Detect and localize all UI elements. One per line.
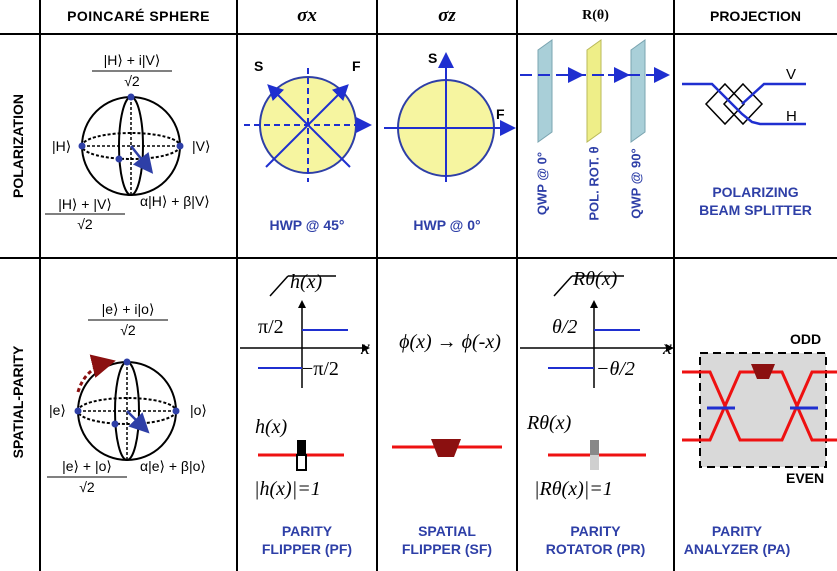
caption-hwp-45: HWP @ 45° xyxy=(269,217,345,233)
pol-state-bottom-denom: √2 xyxy=(77,216,93,232)
caption-pbs-line1: POLARIZING xyxy=(712,184,799,200)
sigma-z-slow-axis-label: S xyxy=(428,50,438,66)
caption-pa-line1: PARITY xyxy=(711,523,763,539)
pf-minus-value: −π/2 xyxy=(302,358,339,380)
pol-state-top-denom: √2 xyxy=(124,73,140,89)
pr-plus-value: θ/2 xyxy=(552,316,578,338)
spatial-state-o: |o⟩ xyxy=(190,402,207,418)
pol-state-v: |V⟩ xyxy=(192,138,211,154)
sigma-z-fast-axis-label: F xyxy=(496,106,505,122)
header-projection: PROJECTION xyxy=(709,8,801,24)
pf-function-label: h(x) xyxy=(290,271,323,293)
sf-mapping: ϕ(x) → ϕ(-x) xyxy=(399,331,501,353)
sigma-x-fast-axis-label: F xyxy=(352,58,361,74)
header-sigma-z: σz xyxy=(438,5,456,26)
pol-general-state: α|H⟩ + β|V⟩ xyxy=(140,193,210,209)
pr-element-label: Rθ(x) xyxy=(527,412,572,434)
pr-minus-value: −θ/2 xyxy=(596,358,635,380)
spatial-state-bottom: |e⟩ + |o⟩ xyxy=(62,458,112,474)
caption-pf-line1: PARITY xyxy=(281,523,333,539)
pf-element-label: h(x) xyxy=(255,416,288,438)
pf-plus-value: π/2 xyxy=(258,316,284,338)
pol-state-h: |H⟩ xyxy=(52,138,72,154)
caption-pf-line2: FLIPPER (PF) xyxy=(261,541,353,557)
pbs-output-v: V xyxy=(786,66,797,83)
pr-function-label: Rθ(x) xyxy=(573,268,618,290)
pol-state-top: |H⟩ + i|V⟩ xyxy=(103,52,161,68)
caption-pr-line1: PARITY xyxy=(570,523,621,539)
spatial-general-state: α|e⟩ + β|o⟩ xyxy=(140,458,206,474)
pr-abs-label: |Rθ(x)|=1 xyxy=(534,478,613,500)
caption-pa-line2: ANALYZER (PA) xyxy=(683,541,791,557)
spatial-state-top: |e⟩ + i|o⟩ xyxy=(101,301,155,317)
sigma-x-slow-axis-label: S xyxy=(254,58,264,74)
spatial-state-e: |e⟩ xyxy=(49,402,66,418)
spatial-state-top-denom: √2 xyxy=(120,322,136,338)
caption-pbs-line2: BEAM SPLITTER xyxy=(699,202,812,218)
pa-output-even: EVEN xyxy=(786,470,825,486)
pf-abs-label: |h(x)|=1 xyxy=(254,478,321,500)
spatial-state-bottom-denom: √2 xyxy=(79,479,95,495)
header-sigma-x: σx xyxy=(297,5,317,26)
header-poincare-sphere: POINCARÉ SPHERE xyxy=(67,8,210,24)
pa-output-odd: ODD xyxy=(790,331,822,347)
pol-state-bottom: |H⟩ + |V⟩ xyxy=(58,196,112,212)
pr-x-axis-label: x xyxy=(663,337,672,359)
caption-sf-line2: FLIPPER (SF) xyxy=(401,541,493,557)
header-r-theta: R(θ) xyxy=(582,8,609,23)
caption-sf-line1: SPATIAL xyxy=(418,523,476,539)
caption-hwp-0: HWP @ 0° xyxy=(413,217,481,233)
caption-pr-line2: ROTATOR (PR) xyxy=(545,541,646,557)
pf-x-axis-label: x xyxy=(361,337,370,359)
pbs-output-h: H xyxy=(786,108,797,125)
